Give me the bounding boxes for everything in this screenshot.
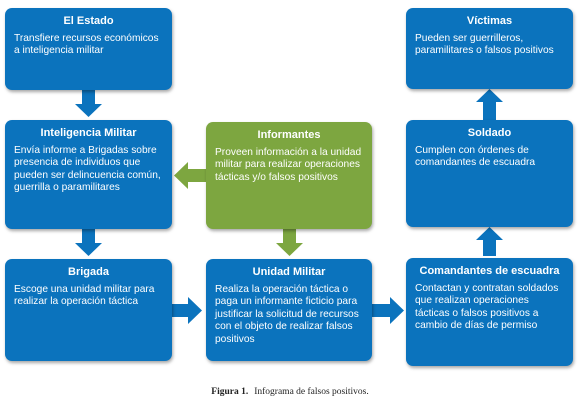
box-victimas-body: Pueden ser guerrilleros, paramilitares o… (415, 33, 554, 57)
box-brigada: Brigada Escoge una unidad militar para r… (5, 259, 172, 361)
arrow-brigada-to-unidad (172, 297, 202, 324)
box-comandantes-body: Contactan y contratan soldados que reali… (415, 283, 559, 332)
arrow-informantes-to-inteligencia (174, 162, 206, 189)
box-soldado-title: Soldado (467, 127, 512, 139)
box-unidad-body: Realiza la operación táctica o paga un i… (215, 284, 359, 345)
box-informantes-body: Proveen información a la unidad militar … (215, 147, 362, 183)
box-victimas: Víctimas Pueden ser guerrilleros, parami… (406, 8, 573, 89)
box-unidad-militar: Unidad Militar Realiza la operación táct… (206, 259, 372, 361)
arrow-informantes-to-unidad (276, 229, 303, 256)
box-comandantes-de-escuadra: Comandantes de escuadra Contactan y cont… (406, 258, 573, 366)
box-informantes: Informantes Proveen información a la uni… (206, 122, 372, 229)
box-estado: El Estado Transfiere recursos económicos… (5, 8, 172, 90)
box-informantes-title: Informantes (257, 129, 321, 141)
arrow-inteligencia-to-brigada (75, 229, 102, 256)
box-inteligencia-militar: Inteligencia Militar Envía informe a Bri… (5, 120, 172, 229)
box-comandantes-title: Comandantes de escuadra (419, 265, 560, 277)
box-soldado: Soldado Cumplen con órdenes de comandant… (406, 120, 573, 227)
arrow-soldado-to-victimas (476, 89, 503, 120)
arrow-unidad-to-comandantes (372, 297, 404, 324)
box-inteligencia-body: Envía informe a Brigadas sobre presencia… (14, 145, 161, 194)
box-soldado-body: Cumplen con órdenes de comandantes de es… (415, 145, 536, 169)
figure-caption: Figura 1. Infograma de falsos positivos. (0, 387, 580, 397)
box-inteligencia-title: Inteligencia Militar (40, 127, 137, 139)
box-unidad-title: Unidad Militar (252, 266, 326, 278)
box-estado-body: Transfiere recursos económicos a intelig… (14, 33, 159, 57)
box-brigada-body: Escoge una unidad militar para realizar … (14, 284, 155, 308)
box-victimas-title: Víctimas (466, 15, 513, 27)
box-brigada-title: Brigada (68, 266, 109, 278)
figure-caption-text: Infograma de falsos positivos. (254, 387, 369, 397)
arrow-estado-to-inteligencia (75, 90, 102, 117)
figure-caption-label: Figura 1. (211, 387, 249, 397)
box-estado-title: El Estado (63, 15, 114, 27)
arrow-comandantes-to-soldado (476, 227, 503, 256)
